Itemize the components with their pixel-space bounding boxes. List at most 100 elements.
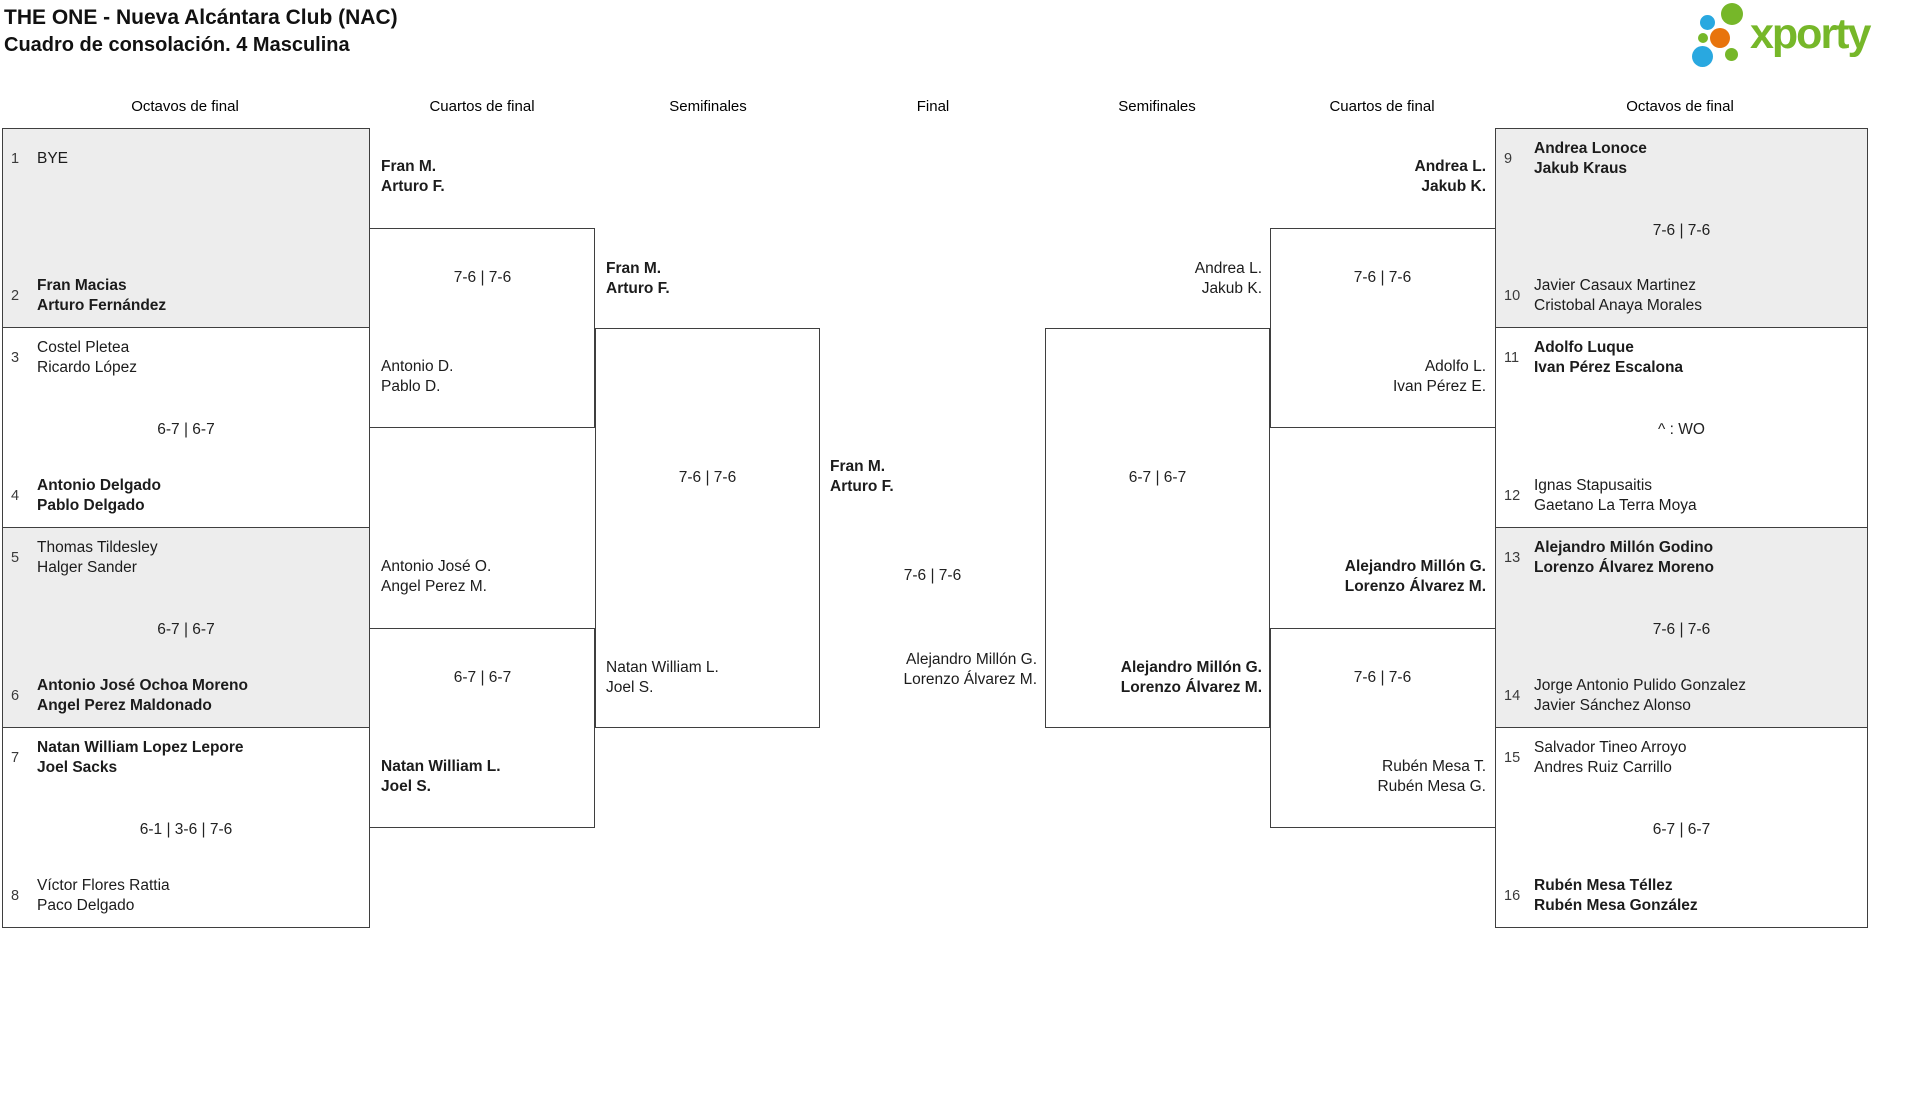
match-score: 7-6 | 7-6 [1652, 222, 1711, 239]
match-score: 6-7 | 6-7 [453, 669, 512, 686]
logo-dot-green-small [1725, 48, 1738, 61]
seed-number: 12 [1504, 487, 1521, 504]
match-score: 7-6 | 7-6 [1353, 269, 1412, 286]
round-header-octavos-left: Octavos de final [131, 98, 239, 115]
match-box-semifinal-left [595, 328, 820, 728]
advancing-team-label: Adolfo L.Ivan Pérez E. [1392, 358, 1486, 395]
logo-dot-green-tiny [1698, 33, 1708, 43]
round-header-final: Final [916, 98, 950, 115]
match-score: 7-6 | 7-6 [453, 269, 512, 286]
match-score: 6-7 | 6-7 [1128, 469, 1187, 486]
logo-dot-blue-large [1692, 46, 1713, 67]
round-header-cuartos-right: Cuartos de final [1329, 98, 1435, 115]
advancing-team-label: Fran M.Arturo F. [606, 260, 670, 297]
match-score: 7-6 | 7-6 [1353, 669, 1412, 686]
match-score: 7-6 | 7-6 [678, 469, 737, 486]
match-score: ^ : WO [1658, 421, 1705, 438]
match-box-semifinal-right [1045, 328, 1270, 728]
match-box-cuartos-left-2 [370, 628, 595, 828]
seed-number: 7 [11, 749, 20, 766]
seed-number: 14 [1504, 687, 1521, 704]
match-box-cuartos-right-2 [1270, 628, 1495, 828]
team-slot: 1 BYE [11, 139, 361, 178]
match-box-cuartos-left-1 [370, 228, 595, 428]
seed-number: 1 [11, 150, 20, 167]
seed-number: 16 [1504, 887, 1521, 904]
advancing-team-label: Alejandro Millón G.Lorenzo Álvarez M. [1344, 558, 1486, 595]
round-header-octavos-right: Octavos de final [1626, 98, 1734, 115]
seed-number: 15 [1504, 749, 1521, 766]
match-score: 6-7 | 6-7 [157, 621, 215, 638]
seed-number: 6 [11, 687, 20, 704]
logo-dot-orange [1710, 28, 1730, 48]
tournament-title: THE ONE - Nueva Alcántara Club (NAC) [4, 6, 398, 29]
seed-number: 4 [11, 487, 20, 504]
final-runnerup-label: Alejandro Millón G.Lorenzo Álvarez M. [903, 651, 1037, 688]
match-score: 6-1 | 3-6 | 7-6 [139, 821, 233, 838]
round-header-cuartos-left: Cuartos de final [429, 98, 535, 115]
advancing-team-label: Andrea L.Jakub K. [1414, 158, 1486, 195]
final-score: 7-6 | 7-6 [903, 567, 962, 584]
seed-number: 5 [11, 549, 20, 566]
xporty-logo[interactable]: xporty [1685, 0, 1917, 76]
seed-number: 13 [1504, 549, 1521, 566]
seed-number: 11 [1504, 349, 1520, 366]
logo-wordmark: xporty [1750, 10, 1871, 58]
seed-number: 10 [1504, 287, 1521, 304]
round-header-semis-right: Semifinales [1118, 98, 1196, 115]
match-score: 7-6 | 7-6 [1652, 621, 1711, 638]
advancing-team-label: Natan William L.Joel S. [606, 659, 719, 696]
advancing-team-label: Andrea L.Jakub K. [1194, 260, 1262, 297]
logo-dot-blue-small [1700, 15, 1715, 30]
seed-number: 9 [1504, 150, 1513, 167]
advancing-team-label: Antonio D.Pablo D. [381, 358, 454, 395]
draw-subtitle: Cuadro de consolación. 4 Masculina [4, 34, 350, 56]
final-winner-label: Fran M.Arturo F. [830, 458, 894, 495]
seed-number: 2 [11, 287, 20, 304]
team-names: BYE [37, 149, 69, 167]
match-box-cuartos-right-1 [1270, 228, 1495, 428]
advancing-team-label: Fran M.Arturo F. [381, 158, 445, 195]
advancing-team-label: Rubén Mesa T.Rubén Mesa G. [1377, 758, 1486, 795]
advancing-team-label: Alejandro Millón G.Lorenzo Álvarez M. [1120, 659, 1262, 696]
seed-number: 3 [11, 349, 20, 366]
seed-number: 8 [11, 887, 20, 904]
round-header-semis-left: Semifinales [669, 98, 747, 115]
